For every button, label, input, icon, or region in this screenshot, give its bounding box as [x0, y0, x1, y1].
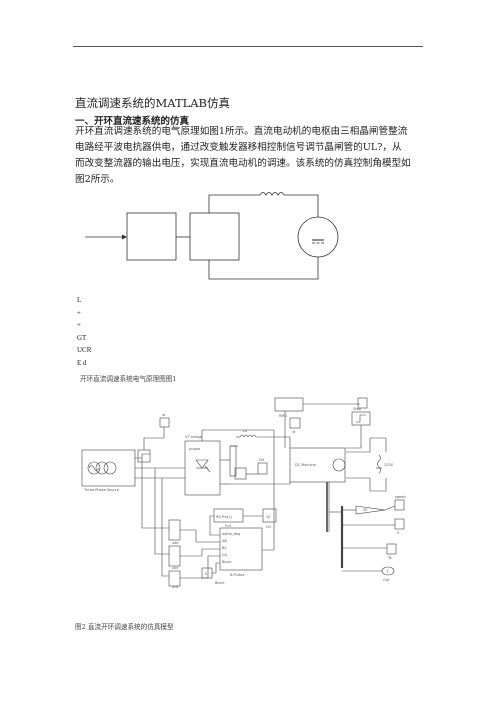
intro-paragraph: 开环直流调速系统的电气原理如图1所示。直流电动机的电枢由三相晶闸管整流 电路经平… — [75, 124, 425, 188]
u0-label: U0 — [266, 525, 271, 529]
section-heading: 一、开环直流速系统的仿真 — [75, 116, 190, 127]
paragraph-line: 而改变整流器的输出电压，实现直流电动机的调速。该系统的仿真控制角模型如 — [75, 158, 411, 169]
schematic-labels: L + + GT UCR E d — [77, 294, 91, 369]
paragraph-line: 电路经平波电抗器供电，通过改变触发器移相控制信号调节晶闸管的UL?，从 — [75, 142, 402, 153]
gain-30-value: 30 — [363, 508, 367, 512]
pulse-port-alpha: alpha_deg — [222, 532, 240, 536]
paragraph-line: 图2所示。 — [75, 174, 120, 185]
out-label: Out — [383, 578, 390, 582]
label-l: L — [77, 296, 82, 304]
rmg-block — [274, 397, 304, 412]
ia-scope — [159, 417, 170, 428]
document-title: 直流调速系统的MATLAB仿真 — [75, 96, 231, 110]
dc-voltage-label: 220V — [384, 463, 394, 467]
ucr-block — [189, 212, 240, 261]
u0-value: 10 — [266, 515, 270, 519]
fcn-block — [213, 508, 244, 523]
vt-bridge-label: VT bridge — [185, 435, 202, 439]
fcn-label: Fcn — [225, 524, 231, 528]
label-plus-2: + — [77, 321, 81, 329]
step-label: Step — [353, 407, 362, 411]
block-constant-value: 0 — [205, 572, 207, 576]
simulink-model-figure2: Three-Phase Source VT bridge pulses Ld U… — [81, 397, 406, 588]
if-label: if — [397, 531, 400, 535]
uca-label: uca — [172, 585, 178, 588]
label-plus-1: + — [77, 308, 81, 317]
out-port-number: 1 — [387, 570, 389, 574]
gain-30-block — [355, 505, 386, 515]
header-rule — [73, 46, 423, 47]
te-label: Te — [387, 556, 392, 560]
ud-scope — [257, 462, 268, 475]
gt-block — [126, 212, 177, 261]
speed-label: speed — [395, 495, 406, 499]
motor-symbol — [297, 216, 339, 258]
if-scope — [394, 518, 405, 530]
ld-label: Ld — [243, 429, 247, 433]
pulse-port-bc: BC — [222, 546, 227, 550]
ia-label: ia — [162, 413, 165, 417]
pulse-port-ab: AB — [222, 539, 227, 543]
uab-label: uab — [172, 541, 179, 545]
inductor-symbol — [259, 192, 285, 196]
dc-machine-label: DC Machine — [295, 463, 316, 467]
field-winding — [377, 454, 381, 474]
id-scope — [289, 417, 301, 429]
step-block — [351, 411, 371, 426]
figure1-caption: 开环直流调速系统电气原理图图1 — [80, 375, 177, 383]
paragraph-line: 开环直流调速系统的电气原理如图1所示。直流电动机的电枢由三相晶闸管整流 — [75, 126, 408, 137]
ld-inductor — [239, 434, 257, 438]
schematic-figure1 — [85, 192, 339, 280]
pulses-port-label: pulses — [189, 447, 200, 451]
rmg-label: RMG — [279, 414, 287, 418]
pulse-port-ca: CA — [222, 553, 227, 557]
ud-scope-top — [357, 397, 368, 409]
figure2-caption: 图2 直流开环调速系统的仿真模型 — [75, 623, 174, 631]
block-label: Block — [215, 581, 225, 585]
arrow-head — [122, 234, 127, 240]
pulse-port-block: Block — [222, 560, 232, 564]
label-ucr: UCR — [77, 346, 92, 354]
fcn-expression: 90-f*u(1) — [216, 515, 233, 519]
te-scope — [386, 543, 397, 555]
three-phase-source-label: Three-Phase Source — [83, 488, 119, 492]
ubc-label: ubc — [172, 566, 178, 570]
u0-block — [262, 508, 277, 523]
three-phase-source-block — [81, 449, 136, 487]
ud-label: Ud — [259, 458, 264, 462]
six-pulses-label: 6-Pulses — [230, 573, 245, 577]
label-ed: E d — [77, 358, 87, 367]
label-gt: GT — [77, 333, 87, 342]
vt-bridge-block — [184, 440, 221, 496]
id-label: id — [292, 430, 295, 434]
speed-scope — [394, 499, 405, 511]
